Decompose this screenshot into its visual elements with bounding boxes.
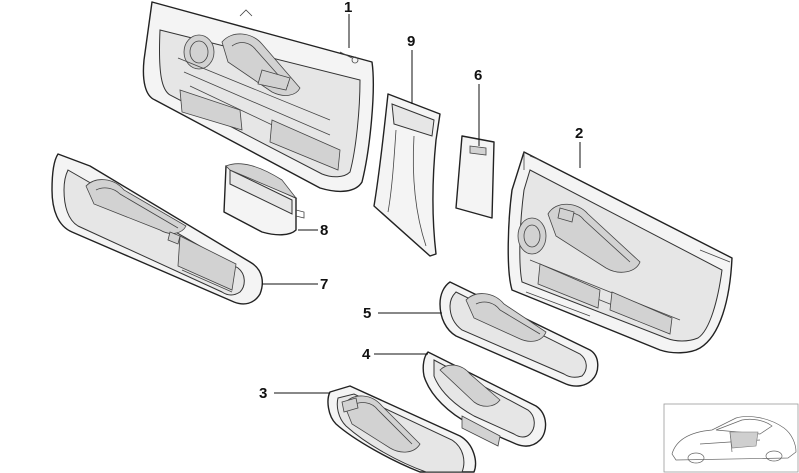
part-8-door-pocket[interactable] bbox=[223, 163, 305, 236]
callout-3: 3 bbox=[259, 385, 267, 402]
callout-9: 9 bbox=[407, 33, 415, 50]
part-1-front-door-trim[interactable] bbox=[142, 1, 374, 193]
vehicle-inset-thumbnail bbox=[663, 403, 799, 473]
part-9-pillar-trim[interactable] bbox=[373, 93, 441, 257]
part-4-armrest-insert-small[interactable] bbox=[422, 351, 547, 447]
callout-1: 1 bbox=[344, 0, 352, 16]
part-7-armrest-trim-front[interactable] bbox=[51, 153, 263, 305]
part-3-armrest-insert-front[interactable] bbox=[327, 385, 477, 473]
callout-6: 6 bbox=[474, 67, 482, 84]
part-2-rear-door-trim[interactable] bbox=[507, 151, 733, 354]
callout-labels: 1 9 6 2 8 7 5 4 3 bbox=[259, 0, 583, 402]
callout-5: 5 bbox=[363, 305, 371, 322]
callout-8: 8 bbox=[320, 222, 328, 239]
callout-7: 7 bbox=[320, 276, 328, 293]
callout-2: 2 bbox=[575, 125, 583, 142]
part-5-armrest-trim-rear[interactable] bbox=[439, 281, 599, 387]
callout-4: 4 bbox=[362, 346, 371, 363]
leader-lines bbox=[262, 14, 581, 394]
part-6-cover-panel[interactable] bbox=[455, 135, 495, 219]
